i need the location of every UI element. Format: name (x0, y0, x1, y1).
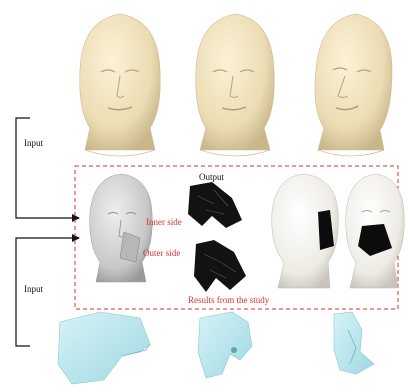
input-mesh-middle (198, 312, 252, 378)
results-label: Results from the study (188, 295, 269, 305)
input-label-bottom: Input (24, 284, 43, 294)
output-label: Output (199, 172, 224, 182)
result-white-head-front (346, 174, 405, 288)
input-bracket-top-arrow (72, 214, 80, 222)
input-head-front (80, 14, 161, 156)
input-bracket-top (16, 118, 72, 218)
inner-side-label: Inner side (146, 217, 182, 227)
input-mesh-right (334, 312, 374, 374)
result-dark-mesh-inner (188, 182, 242, 228)
input-head-side (315, 14, 392, 156)
input-mesh-left (58, 312, 150, 384)
result-dark-mesh-outer (194, 240, 246, 292)
result-gray-head (90, 174, 153, 282)
input-bracket-bottom-arrow (72, 234, 80, 242)
result-white-head-side (272, 174, 339, 288)
input-head-three-quarter (196, 14, 275, 156)
input-label-top: Input (24, 138, 43, 148)
outer-side-label: Outer side (143, 248, 180, 258)
